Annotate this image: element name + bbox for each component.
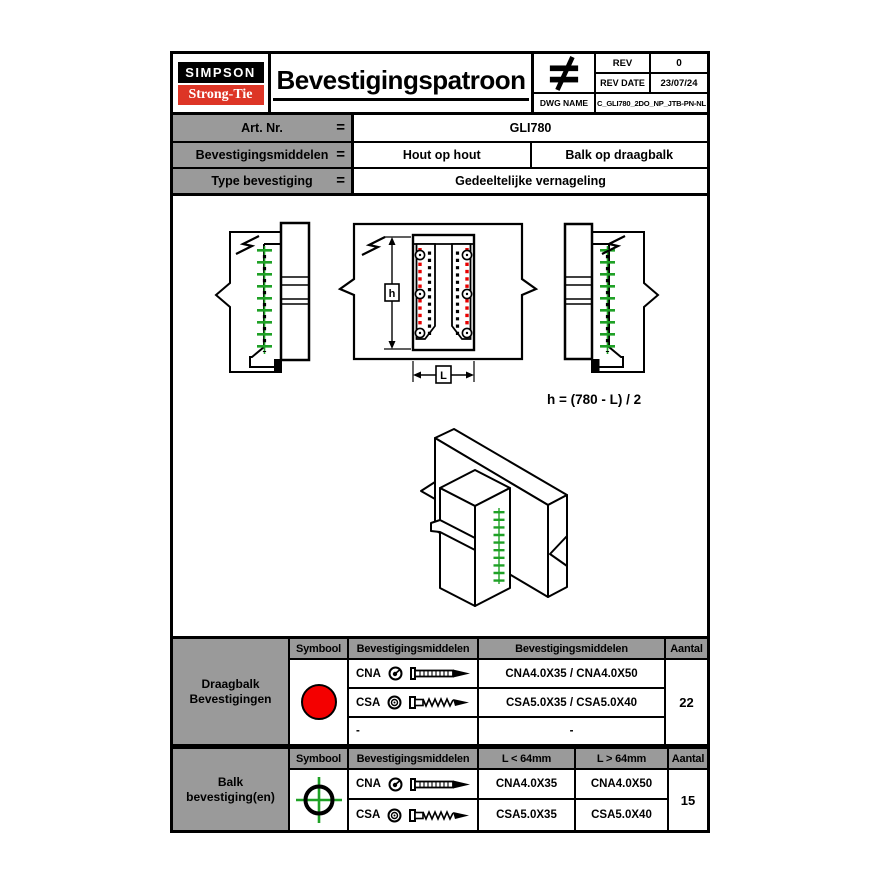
technical-drawing-area: h L: [170, 193, 710, 639]
info-row-middelen: Bevestigingsmiddelen = Hout op hout Balk…: [173, 141, 707, 167]
draagbalk-symbol-cell: [290, 660, 349, 744]
col-header-middelen2: Bevestigingsmiddelen: [479, 639, 666, 660]
dim-h-label: h: [389, 288, 396, 300]
logo-simpson-text: SIMPSON: [177, 61, 264, 83]
not-equal-icon: [534, 54, 596, 94]
bevestigingsmiddelen-label-cell: Bevestigingsmiddelen =: [173, 143, 354, 167]
equals-sign: =: [336, 171, 345, 189]
break-mark-icon: [235, 235, 260, 255]
equals-sign: =: [336, 145, 345, 163]
rev-label: REV: [596, 54, 651, 74]
revision-block: REV 0 REV DATE 23/07/24 DWG NAME C_GLI78…: [531, 54, 707, 112]
balk-fastener-table: Balk bevestiging(en) Symbool Bevestiging…: [170, 746, 710, 833]
dimension-l: [412, 361, 475, 384]
height-formula: h = (780 - L) / 2: [547, 392, 641, 407]
break-mark-icon: [361, 236, 386, 256]
screw-side-icon: [409, 696, 470, 709]
col-header-symbool: Symbool: [290, 639, 349, 660]
nail-side-icon: [409, 777, 470, 791]
screw-side-icon: [409, 808, 470, 822]
col-header-symbool: Symbool: [290, 749, 349, 770]
fastener-code: CNA: [356, 778, 381, 790]
front-view-center: h L: [337, 222, 539, 384]
info-row-art: Art. Nr. = GLI780: [173, 115, 707, 141]
info-table: Art. Nr. = GLI780 Bevestigingsmiddelen =…: [170, 112, 710, 196]
green-crosshair-symbol-icon: [295, 777, 342, 823]
col-header-aantal: Aantal: [666, 639, 707, 660]
screw-head-icon: [387, 695, 402, 710]
fastener-cell-cna: CNA: [349, 660, 479, 689]
fastener-cell-cna: CNA: [349, 770, 479, 800]
art-nr-value: GLI780: [509, 121, 552, 135]
fastener-code: CSA: [356, 809, 381, 821]
screw-head-icon: [387, 808, 402, 822]
fastener-names-cna: CNA4.0X35 / CNA4.0X50: [479, 660, 666, 689]
balk-row-label: Balk bevestiging(en): [173, 749, 290, 830]
type-bevestiging-label: Type bevestiging: [211, 174, 313, 188]
page-title: Bevestigingspatroon: [273, 65, 529, 101]
fastener-code: CSA: [356, 696, 381, 709]
dwg-name-label: DWG NAME: [534, 94, 596, 112]
info-row-type: Type bevestiging = Gedeeltelijke vernage…: [173, 167, 707, 193]
side-view-left: [214, 221, 311, 373]
balk-symbol-cell: [290, 770, 349, 830]
draagbalk-aantal-value: 22: [679, 694, 694, 710]
dwg-name-value: C_GLI780_2DO_NP_JTB-PN-NL: [597, 98, 706, 108]
bevestigingsmiddelen-label: Bevestigingsmiddelen: [195, 148, 329, 162]
dimension-h: [384, 236, 411, 350]
type-bevestiging-label-cell: Type bevestiging =: [173, 169, 354, 193]
art-nr-label-cell: Art. Nr. =: [173, 115, 354, 141]
fastening-pattern-drawing: h L: [214, 221, 660, 607]
dim-l-label: L: [440, 370, 447, 382]
fastener-cell-empty: -: [349, 718, 479, 744]
rev-date-label: REV DATE: [596, 74, 651, 94]
type-bevestiging-value: Gedeeltelijke vernageling: [455, 174, 606, 188]
title-block: SIMPSON Strong-Tie Bevestigingspatroon R…: [170, 51, 710, 115]
red-circle-symbol-icon: [300, 684, 337, 720]
fastener-names-empty: -: [479, 718, 666, 744]
fastener-cell-csa: CSA: [349, 800, 479, 830]
nail-head-icon: [388, 777, 403, 791]
csa-l-large-value: CSA5.0X40: [576, 800, 669, 830]
nail-head-icon: [388, 666, 403, 681]
break-mark-icon: [601, 235, 626, 255]
fastener-code: CNA: [356, 667, 381, 680]
fastener-names-csa: CSA5.0X35 / CSA5.0X40: [479, 689, 666, 718]
break-notch: [420, 481, 436, 500]
rev-value: 0: [651, 54, 707, 74]
simpson-strongtie-logo: SIMPSON Strong-Tie: [173, 54, 271, 112]
middelen-value-2: Balk op draagbalk: [529, 143, 708, 167]
nail-side-icon: [409, 667, 470, 680]
break-notch: [549, 535, 568, 567]
col-header-l-large: L > 64mm: [576, 749, 669, 770]
col-header-aantal: Aantal: [669, 749, 707, 770]
isometric-view: [420, 428, 568, 607]
logo-strongtie-text: Strong-Tie: [177, 84, 264, 105]
drawing-sheet: SIMPSON Strong-Tie Bevestigingspatroon R…: [170, 51, 710, 833]
draagbalk-row-label: Draagbalk Bevestigingen: [173, 639, 290, 744]
equals-sign: =: [336, 118, 345, 136]
side-view-right: [563, 222, 660, 373]
csa-l-small-value: CSA5.0X35: [479, 800, 576, 830]
cna-l-small-value: CNA4.0X35: [479, 770, 576, 800]
middelen-value-1: Hout op hout: [402, 148, 481, 162]
art-nr-label: Art. Nr.: [241, 121, 283, 135]
cna-l-large-value: CNA4.0X50: [576, 770, 669, 800]
rev-date-value: 23/07/24: [651, 74, 707, 94]
col-header-middelen: Bevestigingsmiddelen: [349, 639, 479, 660]
hanger-strap: [430, 519, 476, 551]
fastener-cell-csa: CSA: [349, 689, 479, 718]
col-header-middelen: Bevestigingsmiddelen: [349, 749, 479, 770]
col-header-l-small: L < 64mm: [479, 749, 576, 770]
draagbalk-fastener-table: Draagbalk Bevestigingen Symbool Bevestig…: [170, 636, 710, 747]
sheet-title-cell: Bevestigingspatroon: [271, 54, 531, 112]
balk-aantal-value: 15: [680, 792, 696, 808]
